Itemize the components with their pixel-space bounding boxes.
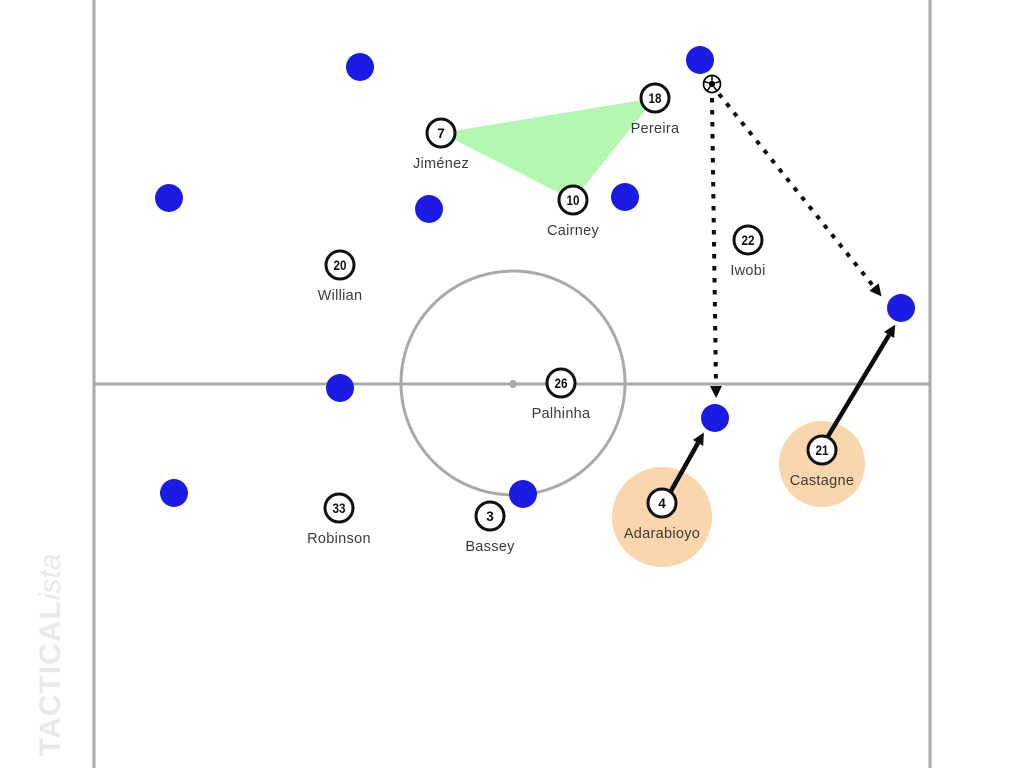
player-badge-circle [545,367,577,399]
player-number: 22 [742,233,755,248]
opposition-player-dot[interactable] [701,404,729,432]
player-name-label: Adarabioyo [624,526,700,542]
player-number: 33 [333,501,346,516]
watermark-brand-caps: TACTICAL [34,600,67,756]
player-number: 20 [334,258,347,273]
opposition-player-dot[interactable] [509,480,537,508]
opposition-player-dot[interactable] [686,46,714,74]
pass-arrow-dashed[interactable] [710,97,722,398]
opposition-player-dot[interactable] [415,195,443,223]
player-badge-circle [557,184,589,216]
opposition-player-dot[interactable] [155,184,183,212]
player-name-label: Bassey [465,539,515,555]
player-badge-circle [324,249,356,281]
opposition-player-dot[interactable] [326,374,354,402]
opposition-player-dot[interactable] [160,479,188,507]
player-name-label: Cairney [547,223,600,239]
player-number: 3 [486,509,494,524]
run-arrow-solid[interactable] [822,324,896,445]
opposition-player-dot[interactable] [887,294,915,322]
pitch-center-mark [509,380,517,388]
player-badge-circle [474,500,506,532]
player-name-label: Iwobi [730,263,765,279]
combination-triangle[interactable] [441,98,655,200]
player-number: 4 [658,496,666,511]
player-number: 10 [567,193,580,208]
player-name-label: Jiménez [413,156,469,172]
player-name-label: Castagne [790,473,854,489]
watermark: TACTICALista [34,554,68,756]
pass-arrow-dashed[interactable] [717,92,882,297]
opposition-player-dot[interactable] [346,53,374,81]
player-name-label: Palhinha [532,406,591,422]
player-badge-circle [323,492,355,524]
player-badge-circle [646,487,678,519]
opposition-player-dot[interactable] [611,183,639,211]
player-name-label: Pereira [631,121,680,137]
player-badge-circle [425,117,457,149]
watermark-brand-italic: ista [34,553,67,601]
player-number: 18 [649,91,662,106]
run-arrow-solid[interactable] [669,432,704,493]
player-badge-circle [732,224,764,256]
player-number: 21 [816,443,829,458]
player-name-label: Willian [318,288,363,304]
player-badge-circle [806,434,838,466]
player-number: 26 [555,376,568,391]
ball-icon[interactable] [702,74,722,94]
player-number: 7 [437,126,445,141]
player-badge-circle [639,82,671,114]
player-name-label: Robinson [307,531,371,547]
